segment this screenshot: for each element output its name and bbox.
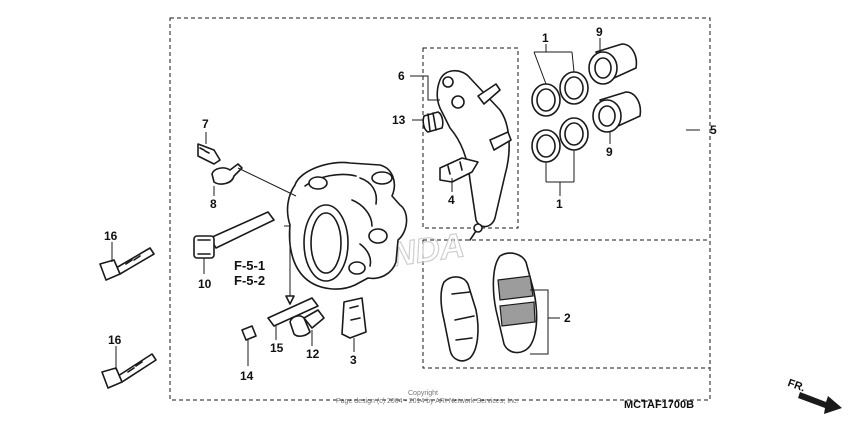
bleeder-valve <box>197 143 243 185</box>
pin-plug <box>303 309 325 329</box>
assembly-frame <box>169 17 711 401</box>
callout-4: 4 <box>448 193 455 207</box>
front-label: FR. <box>786 377 807 394</box>
copyright-label: Copyright <box>408 390 438 397</box>
figure-code: MCTAF1700B <box>624 399 694 411</box>
small-bolt <box>241 325 257 341</box>
caliper-body <box>286 161 408 290</box>
callout-16-bottom: 16 <box>108 333 122 347</box>
callout-14: 14 <box>240 369 254 383</box>
leader-2 <box>530 289 560 355</box>
boot <box>422 111 444 133</box>
pistons <box>588 43 642 133</box>
section-ref-arrow <box>285 295 295 305</box>
bracket-subframe <box>422 47 519 229</box>
callout-9-bottom: 9 <box>606 145 613 159</box>
callout-16-top: 16 <box>104 229 118 243</box>
callout-7: 7 <box>202 117 209 131</box>
leader-6 <box>410 75 440 101</box>
caliper-pin-bolt <box>193 211 275 259</box>
leader-1-bottom <box>545 150 575 196</box>
callout-3: 3 <box>350 353 357 367</box>
callout-6: 6 <box>398 69 405 83</box>
leader-1-top <box>533 44 575 85</box>
slide-pin <box>267 297 319 337</box>
pad-subframe-edge <box>422 240 710 369</box>
caliper-bracket <box>436 69 512 241</box>
callout-1-top: 1 <box>542 31 549 45</box>
section-ref-f-5-2: F-5-2 <box>234 273 265 288</box>
front-arrow-icon <box>798 392 842 414</box>
leader-section-ref <box>284 225 291 298</box>
callout-1-bottom: 1 <box>556 197 563 211</box>
mount-bolt-top <box>99 247 155 281</box>
piston-seals <box>531 71 589 163</box>
front-direction-indicator: FR. <box>786 377 842 414</box>
callout-2: 2 <box>564 311 571 325</box>
callout-13: 13 <box>392 113 406 127</box>
callout-8: 8 <box>210 197 217 211</box>
callout-12: 12 <box>306 347 320 361</box>
callout-5: 5 <box>710 123 717 137</box>
callout-10: 10 <box>198 277 212 291</box>
leader-bleeder-to-body <box>237 167 297 197</box>
mount-bolt-bottom <box>101 353 157 389</box>
copyright-notice: Page design (c) 2004 - 2014 by ARI Netwo… <box>336 398 519 405</box>
section-ref-f-5-1: F-5-1 <box>234 258 265 273</box>
brake-pads <box>440 252 538 362</box>
callout-9-top: 9 <box>596 25 603 39</box>
pad-spring <box>439 157 479 183</box>
pad-retainer <box>341 297 367 339</box>
callout-15: 15 <box>270 341 284 355</box>
